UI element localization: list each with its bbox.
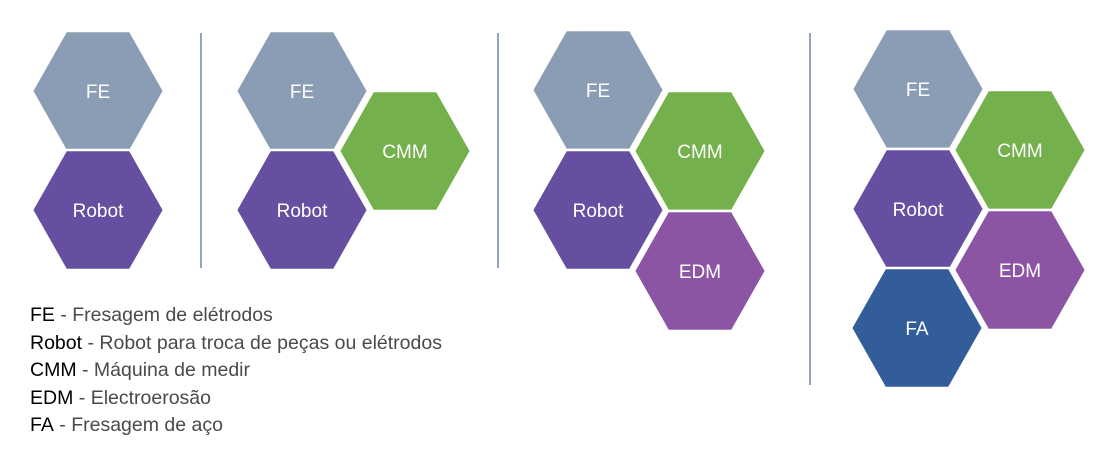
hexagon-edm: EDM — [632, 209, 768, 333]
legend-term: CMM — [30, 359, 77, 381]
hexagon-shape — [30, 148, 166, 272]
legend-item-robot: Robot - Robot para troca de peças ou elé… — [30, 330, 442, 358]
hexagon-label: EDM — [999, 261, 1041, 282]
legend-separator: - — [73, 386, 91, 409]
hexagon-shape — [849, 266, 985, 390]
hexagon-label: Robot — [73, 201, 124, 222]
hexagon-shape — [632, 209, 768, 333]
legend-description: Robot para troca de peças ou elétrodos — [99, 331, 442, 354]
hexagon-label: EDM — [679, 262, 721, 283]
hexagon-robot: Robot — [234, 148, 370, 272]
hexagon-cmm: CMM — [632, 89, 768, 213]
legend: FE - Fresagem de elétrodos Robot - Robot… — [30, 302, 442, 440]
hexagon-label: CMM — [997, 141, 1042, 162]
hexagon-robot: Robot — [530, 148, 666, 272]
legend-description: Electroerosão — [90, 386, 212, 409]
legend-term: FE — [30, 304, 55, 326]
legend-separator: - — [82, 331, 100, 354]
legend-item-edm: EDM - Electroerosão — [30, 385, 442, 413]
legend-item-cmm: CMM - Máquina de medir — [30, 357, 442, 385]
legend-separator: - — [76, 359, 94, 381]
legend-term: FA — [30, 414, 54, 436]
hexagon-shape — [530, 148, 666, 272]
hexagon-label: Robot — [893, 200, 944, 221]
legend-item-fe: FE - Fresagem de elétrodos — [30, 302, 442, 330]
legend-separator: - — [53, 414, 72, 436]
hexagon-edm: EDM — [952, 208, 1088, 332]
hexagon-label: CMM — [677, 142, 722, 163]
hexagon-shape — [337, 89, 473, 213]
legend-term: Robot — [30, 331, 83, 354]
configuration-2: FE CMM Robot — [234, 29, 473, 272]
hexagon-label: FE — [86, 82, 110, 103]
hexagon-label: FE — [906, 80, 930, 101]
hexagon-fa: FA — [849, 266, 985, 390]
hexagon-shape — [234, 148, 370, 272]
legend-description: Fresagem de elétrodos — [72, 304, 273, 326]
hexagon-label: FE — [290, 82, 314, 103]
hexagon-robot: Robot — [30, 148, 166, 272]
hexagon-label: Robot — [573, 201, 624, 222]
legend-separator: - — [54, 304, 73, 326]
legend-description: Máquina de medir — [93, 359, 251, 381]
hexagon-label: CMM — [382, 142, 427, 163]
hexagon-label: FE — [586, 81, 610, 102]
hexagon-fe: FE — [530, 28, 666, 152]
hexagon-cmm: CMM — [952, 88, 1088, 212]
hexagon-cmm: CMM — [337, 89, 473, 213]
hexagon-label: Robot — [277, 201, 328, 222]
configuration-1: FE Robot — [30, 29, 166, 272]
hexagon-shape — [952, 208, 1088, 332]
legend-description: Fresagem de aço — [71, 414, 223, 436]
legend-term: EDM — [30, 386, 74, 409]
hexagon-robot: Robot — [850, 147, 986, 271]
legend-item-fa: FA - Fresagem de aço — [30, 412, 442, 440]
hexagon-fe: FE — [30, 29, 166, 153]
hexagon-label: FA — [905, 319, 929, 340]
